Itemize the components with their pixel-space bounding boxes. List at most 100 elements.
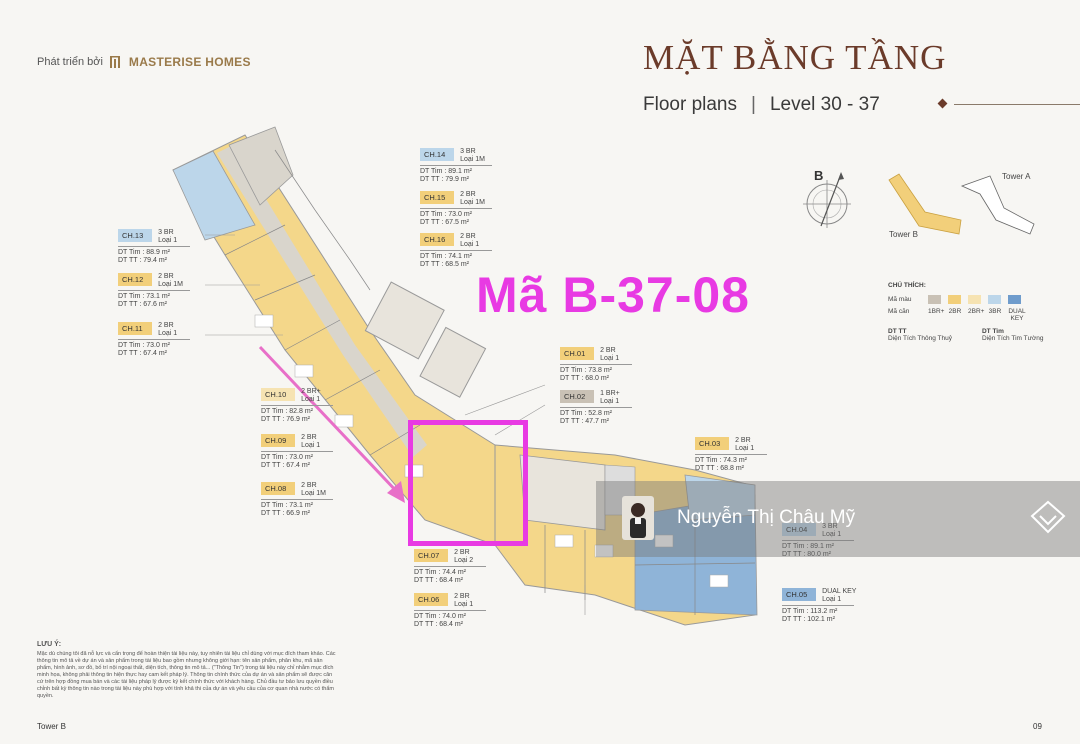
unit-type: 3 BR (158, 229, 174, 236)
unit-dt-tt: DT TT : 79.4 m² (118, 257, 168, 264)
subtitle-separator: | (751, 94, 756, 115)
unit-loai: Loại 1 (460, 241, 480, 248)
unit-dt-tim: DT Tim : 74.1 m² (420, 253, 472, 260)
swatch-2br (948, 295, 961, 304)
title-rule (954, 104, 1080, 105)
unit-code: CH.08 (261, 482, 295, 495)
unit-loai: Loại 1M (460, 156, 485, 163)
unit-code: CH.14 (420, 148, 454, 161)
unit-dt-tim: DT Tim : 74.4 m² (414, 569, 466, 576)
unit-code: CH.02 (560, 390, 594, 403)
swatch-1br-plus (928, 295, 941, 304)
unit-dt-tim: DT Tim : 113.2 m² (782, 608, 838, 615)
note-text: Mặc dù chúng tôi đã nỗ lực và cẩn trọng … (37, 651, 336, 699)
unit-dt-tim: DT Tim : 89.1 m² (420, 168, 472, 175)
unit-code: CH.12 (118, 273, 152, 286)
swatch-2br-plus (968, 295, 981, 304)
page-number: 09 (1033, 722, 1042, 731)
unit-dt-tt: DT TT : 67.4 m² (261, 462, 311, 469)
unit-loai: Loại 1 (301, 442, 321, 449)
unit-dt-tim: DT Tim : 73.1 m² (118, 293, 170, 300)
subtitle-floor-plans: Floor plans (643, 94, 737, 115)
unit-dt-tt: DT TT : 68.4 m² (414, 621, 464, 628)
unit-code: CH.16 (420, 233, 454, 246)
unit-dt-tt: DT TT : 79.9 m² (420, 176, 470, 183)
unit-loai: Loại 1 (600, 398, 620, 405)
unit-dt-tim: DT Tim : 73.0 m² (420, 211, 472, 218)
unit-dt-tt: DT TT : 67.4 m² (118, 350, 168, 357)
watermark-name: Nguyễn Thị Châu Mỹ (677, 507, 856, 528)
legend-dt-tim-desc: Diện Tích Tim Tường (981, 335, 1044, 342)
legend-label-2br-plus: 2BR+ (968, 308, 985, 315)
legend-label-3br: 3BR (988, 308, 1002, 315)
tower-b-key-icon (888, 173, 962, 235)
note-title: LƯU Ý: (37, 641, 62, 648)
unit-type: 2 BR (454, 593, 470, 600)
unit-code: CH.04 (782, 523, 816, 536)
legend-dt-tt-desc: Diện Tích Thông Thuỷ (888, 335, 952, 342)
unit-dt-tt: DT TT : 102.1 m² (782, 616, 835, 623)
unit-type: 1 BR+ (600, 390, 620, 397)
tower-a-key-icon (960, 175, 1035, 235)
avatar (622, 496, 654, 540)
subtitle-level: Level 30 - 37 (769, 94, 880, 115)
disclaimer-note: LƯU Ý: Mặc dù chúng tôi đã nỗ lực và cẩn… (37, 641, 337, 700)
brand-prefix: Phát triển bởi (37, 56, 103, 68)
unit-loai: Loại 1 (600, 355, 620, 362)
watermark-bar (596, 481, 1080, 557)
unit-ch10: CH.10 2 BR+Loại 1 DT Tim : 82.8 m² DT TT… (261, 388, 333, 424)
unit-code: CH.06 (414, 593, 448, 606)
unit-type: 3 BR (822, 523, 838, 530)
unit-type: 2 BR (735, 437, 751, 444)
legend-unit-label: Mã căn (888, 308, 910, 315)
unit-code: CH.15 (420, 191, 454, 204)
unit-type: 2 BR (301, 434, 317, 441)
unit-type: 3 BR (460, 148, 476, 155)
unit-type: 2 BR (600, 347, 616, 354)
unit-loai: Loại 1M (460, 199, 485, 206)
unit-dt-tt: DT TT : 47.7 m² (560, 418, 610, 425)
unit-loai: Loại 1M (158, 281, 183, 288)
unit-type: DUAL KEY (822, 588, 857, 595)
unit-dt-tim: DT Tim : 73.1 m² (261, 502, 313, 509)
unit-code: CH.11 (118, 322, 152, 335)
legend-color-label: Mã màu (888, 296, 912, 303)
unit-type: 2 BR (454, 549, 470, 556)
compass-icon (803, 172, 851, 228)
unit-type: 2 BR (158, 322, 174, 329)
tower-b-key-label: Tower B (889, 230, 918, 239)
unit-code: CH.10 (261, 388, 295, 401)
unit-loai: Loại 2 (454, 557, 474, 564)
diamond-ornament (937, 98, 948, 109)
brand: Phát triển bởi MASTERISE HOMES (37, 55, 251, 69)
unit-loai: Loại 1 (158, 330, 178, 337)
unit-code: CH.09 (261, 434, 295, 447)
unit-dt-tt: DT TT : 66.9 m² (261, 510, 311, 517)
unit-loai: Loại 1 (735, 445, 755, 452)
page-title: MẶT BẰNG TẦNG (643, 38, 947, 77)
unit-dt-tim: DT Tim : 73.0 m² (118, 342, 170, 349)
unit-code: CH.01 (560, 347, 594, 360)
legend-dt-tim: DT Tim (981, 328, 1004, 335)
unit-loai: Loại 1 (822, 531, 842, 538)
legend-dt-tt: DT TT (888, 328, 907, 335)
highlight-box (408, 420, 528, 546)
unit-dt-tt: DT TT : 67.5 m² (420, 219, 470, 226)
compass-label: B (814, 168, 824, 183)
unit-code: CH.13 (118, 229, 152, 242)
unit-dt-tt: DT TT : 68.5 m² (420, 261, 470, 268)
unit-ch02: CH.02 1 BR+Loại 1 DT Tim : 52.8 m² DT TT… (560, 390, 632, 426)
legend: CHÚ THÍCH: Mã màu Mã căn 1BR+ 2BR 2BR+ 3… (888, 282, 1043, 342)
